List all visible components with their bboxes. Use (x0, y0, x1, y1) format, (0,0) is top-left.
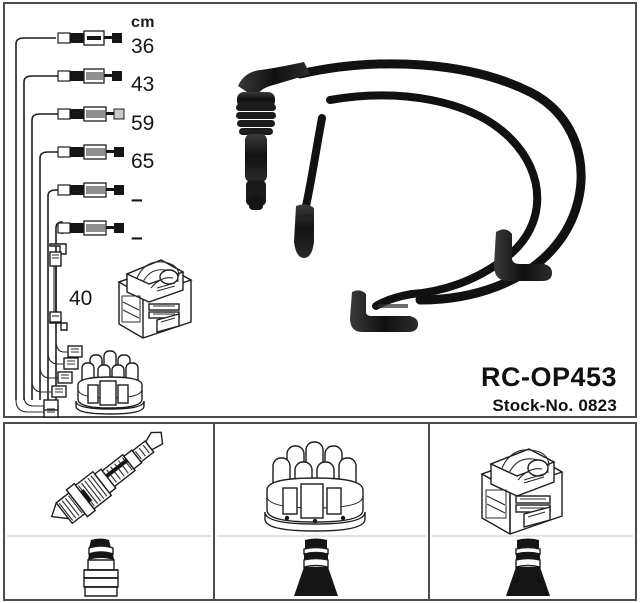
length-label-5: – (131, 188, 143, 211)
component-panels-row (3, 422, 637, 601)
panel-divider (217, 535, 426, 537)
length-label-3: 59 (131, 112, 155, 135)
panel-divider (7, 535, 211, 537)
length-label-2: 43 (131, 73, 155, 96)
stock-number: Stock-No. 0823 (492, 396, 617, 415)
length-label-4: 65 (131, 150, 155, 173)
panel-ignition-coil (428, 422, 637, 601)
part-number: RC-OP453 (480, 362, 617, 392)
panel-distributor-cap (213, 422, 430, 601)
panel-spark-plug (3, 422, 215, 601)
main-diagram-panel: cm 36 43 59 65 – – 40 RC-OP453 Stock-No.… (3, 2, 637, 418)
unit-header: cm (131, 14, 155, 31)
length-label-6: – (131, 226, 143, 249)
panel-divider (432, 535, 633, 537)
length-label-1: 36 (131, 35, 155, 58)
short-lead-length-label: 40 (69, 287, 93, 310)
